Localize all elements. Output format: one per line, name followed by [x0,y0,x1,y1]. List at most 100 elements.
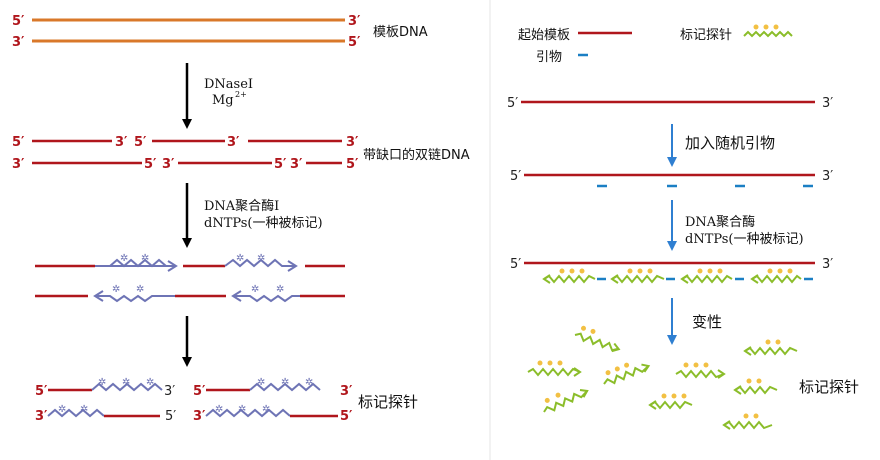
step1-label: 加入随机引物 [685,134,775,152]
label-dot [693,362,699,368]
probe-zigzag [543,274,596,284]
enzyme-superscript: 2+ [235,90,247,99]
label-dot [569,268,575,274]
free-probe [733,378,778,395]
label-dot [671,393,677,399]
free-probe [675,362,726,379]
free-probe [527,360,582,377]
green-arrowhead [717,369,726,379]
label-dot [637,268,643,274]
label-star-icon: ✲ [262,404,270,415]
legend-probe-label: 标记探针 [680,28,732,43]
label-star-icon: ✲ [58,404,66,415]
new-strand-zigzag [224,258,295,268]
end-label: 5′ [510,257,521,272]
label-dot [753,413,759,419]
label-dot [661,393,667,399]
label-star-icon: ✲ [251,284,259,295]
nick-translation: ✲ ✲ ✲ ✲ ✲ ✲ ✲ ✲ [35,253,345,303]
polymerase-label-line1: DNA聚合酶I [204,198,279,214]
end-label: 5′ [510,169,521,184]
label-dot [614,366,620,372]
new-strand-zigzag [109,258,167,268]
free-probe [574,325,621,353]
end-label: 3′ [193,409,206,424]
probe-zigzag [527,367,581,377]
label-dot [537,360,543,366]
probe-zigzag [751,274,802,284]
label-dot [787,268,793,274]
nicked-dsdna: 5′ 3′ 5′ 3′ 3′ 3′ 5′ 3′ 5′ 3′ 5′ 带缺口的双链D… [12,135,470,172]
right-panel: 起始模板 引物 标记探针 5′ 3′ 加入随机引物 5′ 3′ DNA聚合酶 d… [507,24,859,430]
label-star-icon: ✲ [238,404,246,415]
end-label: 3′ [348,14,361,29]
free-probe [543,389,589,413]
label-star-icon: ✲ [120,253,128,264]
green-arrowhead [611,342,621,353]
label-star-icon: ✲ [257,377,265,388]
end-label: 5′ [165,409,176,424]
step3-label: 变性 [692,313,722,331]
probe-zigzag [723,420,773,430]
end-label: 3′ [822,96,833,111]
end-label: 3′ [822,169,833,184]
enzyme-label-line1: DNaseI [204,77,253,92]
probe-zigzag [543,390,588,413]
label-dot [743,413,749,419]
label-dot [544,397,550,403]
probe-zigzag [681,274,733,284]
label-dot [773,24,779,30]
label-star-icon: ✲ [122,377,130,388]
label-star-icon: ✲ [215,404,223,415]
synthesis-arrowhead [167,260,178,272]
template-dna: 5′ 3′ 3′ 5′ 模板DNA [12,14,428,50]
end-label: 3′ [115,135,128,150]
end-label: 5′ [144,157,157,172]
label-dot [605,370,611,376]
label-dot [579,268,585,274]
label-dot [547,360,553,366]
label-dot [775,339,781,345]
enzyme-label-line2: Mg [212,93,234,108]
step2-label-line2: dNTPs(一种被标记) [685,232,804,247]
new-strand-zigzag [95,294,175,303]
label-star-icon: ✲ [136,284,144,295]
legend-template-label: 起始模板 [518,28,570,43]
label-dot [580,325,586,331]
label-dot [559,268,565,274]
label-dot [627,268,633,274]
label-star-icon: ✲ [257,253,265,264]
end-label: 5′ [193,384,206,399]
legend-primer-label: 引物 [536,50,562,65]
end-label: 3′ [346,135,359,150]
template-dna-label: 模板DNA [373,25,428,40]
label-dot [763,24,769,30]
end-label: 3′ [290,157,303,172]
label-star-icon: ✲ [98,377,106,388]
label-star-icon: ✲ [276,284,284,295]
label-dot [555,392,561,398]
label-dot [703,362,709,368]
end-label: 5′ [340,409,353,424]
end-label: 5′ [12,135,25,150]
probe-zigzag [47,408,105,418]
end-label: 3′ [12,35,25,50]
probe-zigzag [205,408,291,418]
label-star-icon: ✲ [146,377,154,388]
label-dot [707,268,713,274]
label-dot [557,360,563,366]
end-label: 5′ [274,157,287,172]
label-dot [717,268,723,274]
probe-zigzag [744,346,798,356]
new-strand-zigzag [233,294,300,303]
label-star-icon: ✲ [112,284,120,295]
label-dot [683,362,689,368]
green-arrowhead [579,389,589,398]
end-label: 3′ [227,135,240,150]
end-label: 3′ [164,384,175,399]
end-label: 3′ [35,409,48,424]
legend: 起始模板 引物 标记探针 [518,24,793,65]
end-label: 5′ [134,135,147,150]
